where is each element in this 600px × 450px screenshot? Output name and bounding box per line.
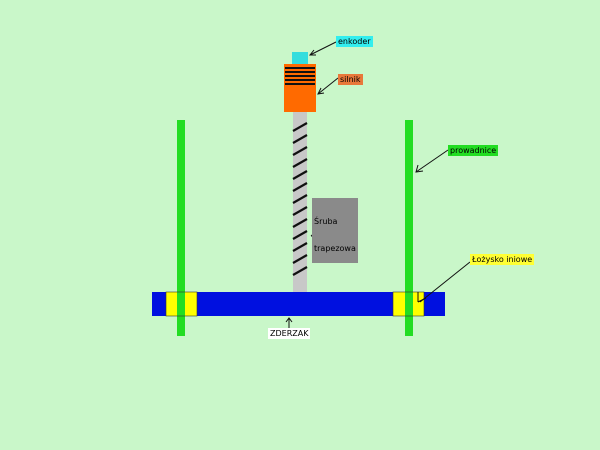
left-guide-rail: [177, 120, 185, 336]
motor-windings: [285, 67, 315, 85]
encoder: [292, 52, 308, 64]
right-guide-rail: [405, 120, 413, 336]
left-guide-rail-front: [177, 292, 185, 336]
right-guide-rail-front: [405, 292, 413, 336]
label-silnik: silnik: [338, 74, 363, 85]
label-sruba-line2: trapezowa: [314, 244, 356, 253]
label-sruba-line1: Śruba: [314, 217, 338, 226]
label-prowadnice: prowadnice: [448, 145, 499, 156]
label-sruba-trapezowa: Śruba trapezowa: [312, 198, 358, 263]
label-enkoder: enkoder: [336, 36, 373, 47]
label-lozysko: Łożysko iniowe: [470, 254, 535, 265]
label-zderzak: ZDERZAK: [268, 328, 311, 339]
lead-screw: [293, 112, 307, 292]
screw-threads: [292, 122, 308, 276]
